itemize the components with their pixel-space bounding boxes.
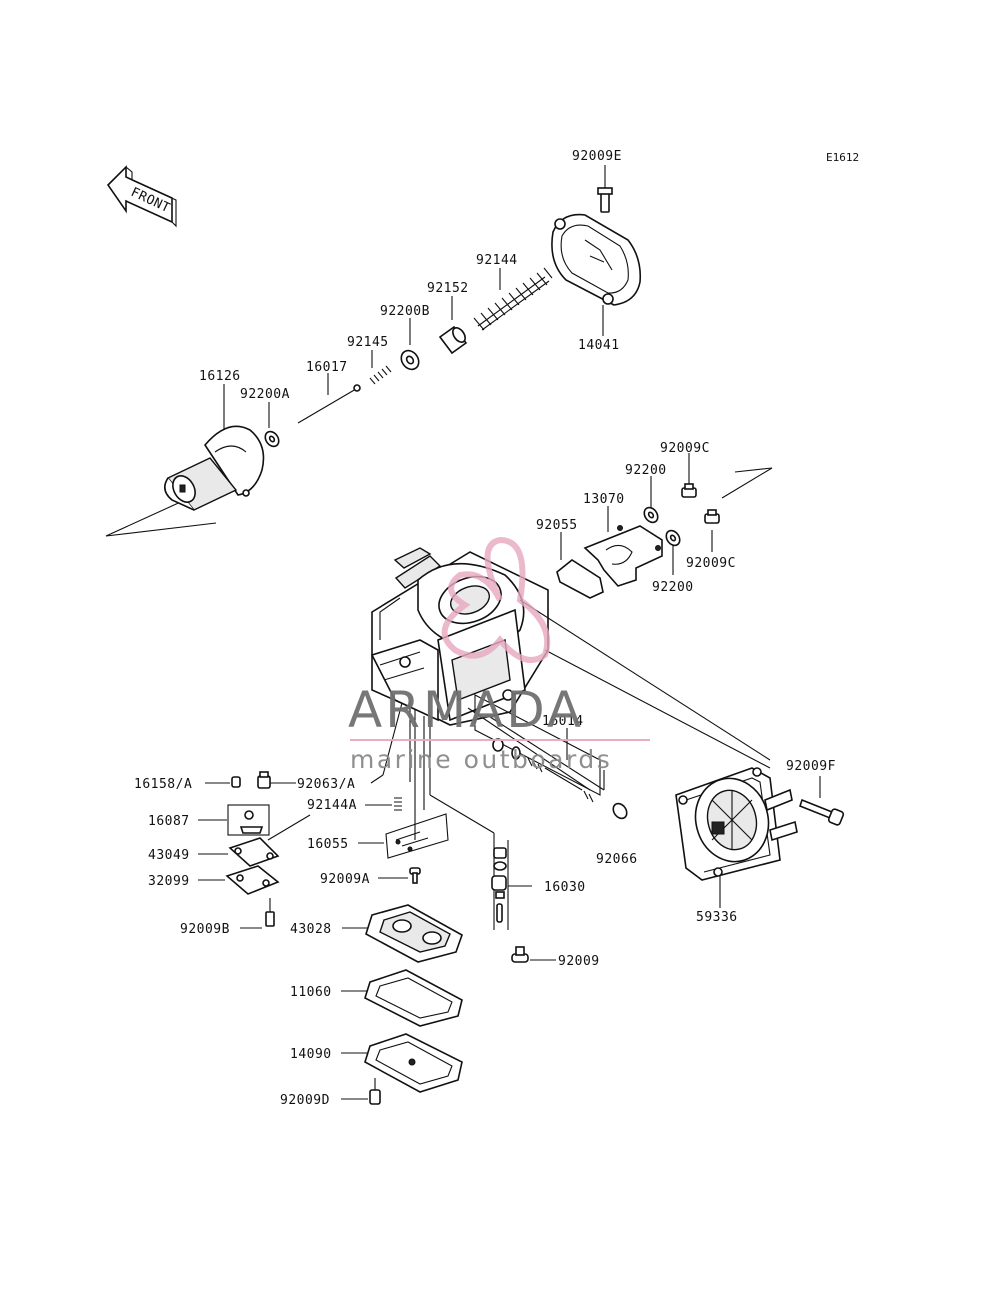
armada-watermark-logo: ARMADA marine outboards: [348, 536, 650, 774]
washer-92200-bottom-icon: [665, 529, 681, 547]
part-label-92144A: 92144A: [307, 798, 357, 813]
washer-92200B-icon: [400, 349, 420, 371]
part-label-92009F: 92009F: [786, 759, 836, 774]
watermark-swirl-icon: [441, 536, 551, 663]
watermark-tagline: marine outboards: [350, 745, 612, 774]
jet-16158-icon: [231, 776, 241, 788]
part-label-16126: 16126: [199, 369, 241, 384]
part-label-92009: 92009: [558, 954, 600, 969]
diaphragm-16126-icon: [164, 425, 265, 511]
seat-92152-icon: [438, 325, 468, 355]
part-label-92009D: 92009D: [280, 1093, 330, 1108]
part-label-92152: 92152: [427, 281, 469, 296]
part-label-92009C-bottom: 92009C: [686, 556, 736, 571]
part-label-16055: 16055: [307, 837, 349, 852]
screw-92009A-icon: [409, 867, 421, 884]
part-label-92009A: 92009A: [320, 872, 370, 887]
jet-92063-icon: [257, 771, 271, 789]
leader-lines-pump: [719, 776, 821, 908]
part-label-43028: 43028: [290, 922, 332, 937]
part-label-92055: 92055: [536, 518, 578, 533]
screw-16014-icon: [474, 694, 601, 803]
screw-92009-icon: [511, 946, 529, 963]
washer-92200-top-icon: [643, 506, 659, 524]
plug-92066-icon: [612, 802, 628, 820]
part-label-16087: 16087: [148, 814, 190, 829]
part-label-11060: 11060: [290, 985, 332, 1000]
bracket-13070-icon: [583, 525, 663, 587]
part-label-92063-A: 92063/A: [297, 777, 355, 792]
part-label-16017: 16017: [306, 360, 348, 375]
bolt-92009E-icon: [597, 187, 613, 213]
check-valve-16087-icon: [227, 804, 270, 836]
needle-valve-16030-icon: [491, 847, 507, 923]
part-label-43049: 43049: [148, 848, 190, 863]
pump-cover-59336-icon: [675, 767, 798, 881]
cover-14090-icon: [364, 1033, 463, 1093]
front-arrow-icon: FRONT: [106, 165, 177, 228]
gasket-11060-icon: [364, 969, 463, 1027]
part-label-92200A: 92200A: [240, 387, 290, 402]
part-label-92009E: 92009E: [572, 149, 622, 164]
part-label-13070: 13070: [583, 492, 625, 507]
part-label-14041: 14041: [578, 338, 620, 353]
cover-14041-icon: [551, 213, 642, 306]
diagram-code: E1612: [826, 151, 859, 164]
watermark-brand: ARMADA: [348, 681, 584, 739]
diaphragm-43028-icon: [365, 904, 463, 963]
washer-92200A-icon: [264, 430, 280, 448]
plate-43049-icon: [228, 837, 280, 867]
bolt-92009F-icon: [799, 798, 845, 826]
screw-92009B-icon: [265, 898, 275, 927]
part-label-32099: 32099: [148, 874, 190, 889]
part-label-92144: 92144: [476, 253, 518, 268]
leader-lines-bracket: [560, 453, 713, 575]
gasket-92055-icon: [556, 559, 604, 599]
plate-32099-icon: [225, 865, 280, 895]
bolt-92009C-bottom-icon: [704, 509, 720, 524]
leader-lines-top: [105, 165, 773, 537]
part-label-92009B: 92009B: [180, 922, 230, 937]
part-label-16014: 16014: [542, 714, 584, 729]
part-label-92200B: 92200B: [380, 304, 430, 319]
part-label-59336: 59336: [696, 910, 738, 925]
screw-92009D-icon: [369, 1078, 381, 1105]
carburetor-body-icon: [370, 547, 549, 726]
part-label-14090: 14090: [290, 1047, 332, 1062]
part-labels: 92009E 92144 92152 92200B 92145 16017 16…: [134, 149, 836, 1108]
bolt-92009C-top-icon: [681, 483, 697, 498]
spring-92145-icon: [369, 365, 392, 385]
part-label-16158-A: 16158/A: [134, 777, 192, 792]
part-label-92145: 92145: [347, 335, 389, 350]
part-label-92009C-top: 92009C: [660, 441, 710, 456]
lever-16055-icon: [385, 813, 449, 859]
spring-92144-icon: [473, 267, 553, 331]
part-label-92200-bottom: 92200: [652, 580, 694, 595]
needle-16017-icon: [297, 384, 361, 424]
spring-92144A-icon: [394, 797, 402, 811]
part-label-92066: 92066: [596, 852, 638, 867]
part-label-92200-top: 92200: [625, 463, 667, 478]
part-label-16030: 16030: [544, 880, 586, 895]
